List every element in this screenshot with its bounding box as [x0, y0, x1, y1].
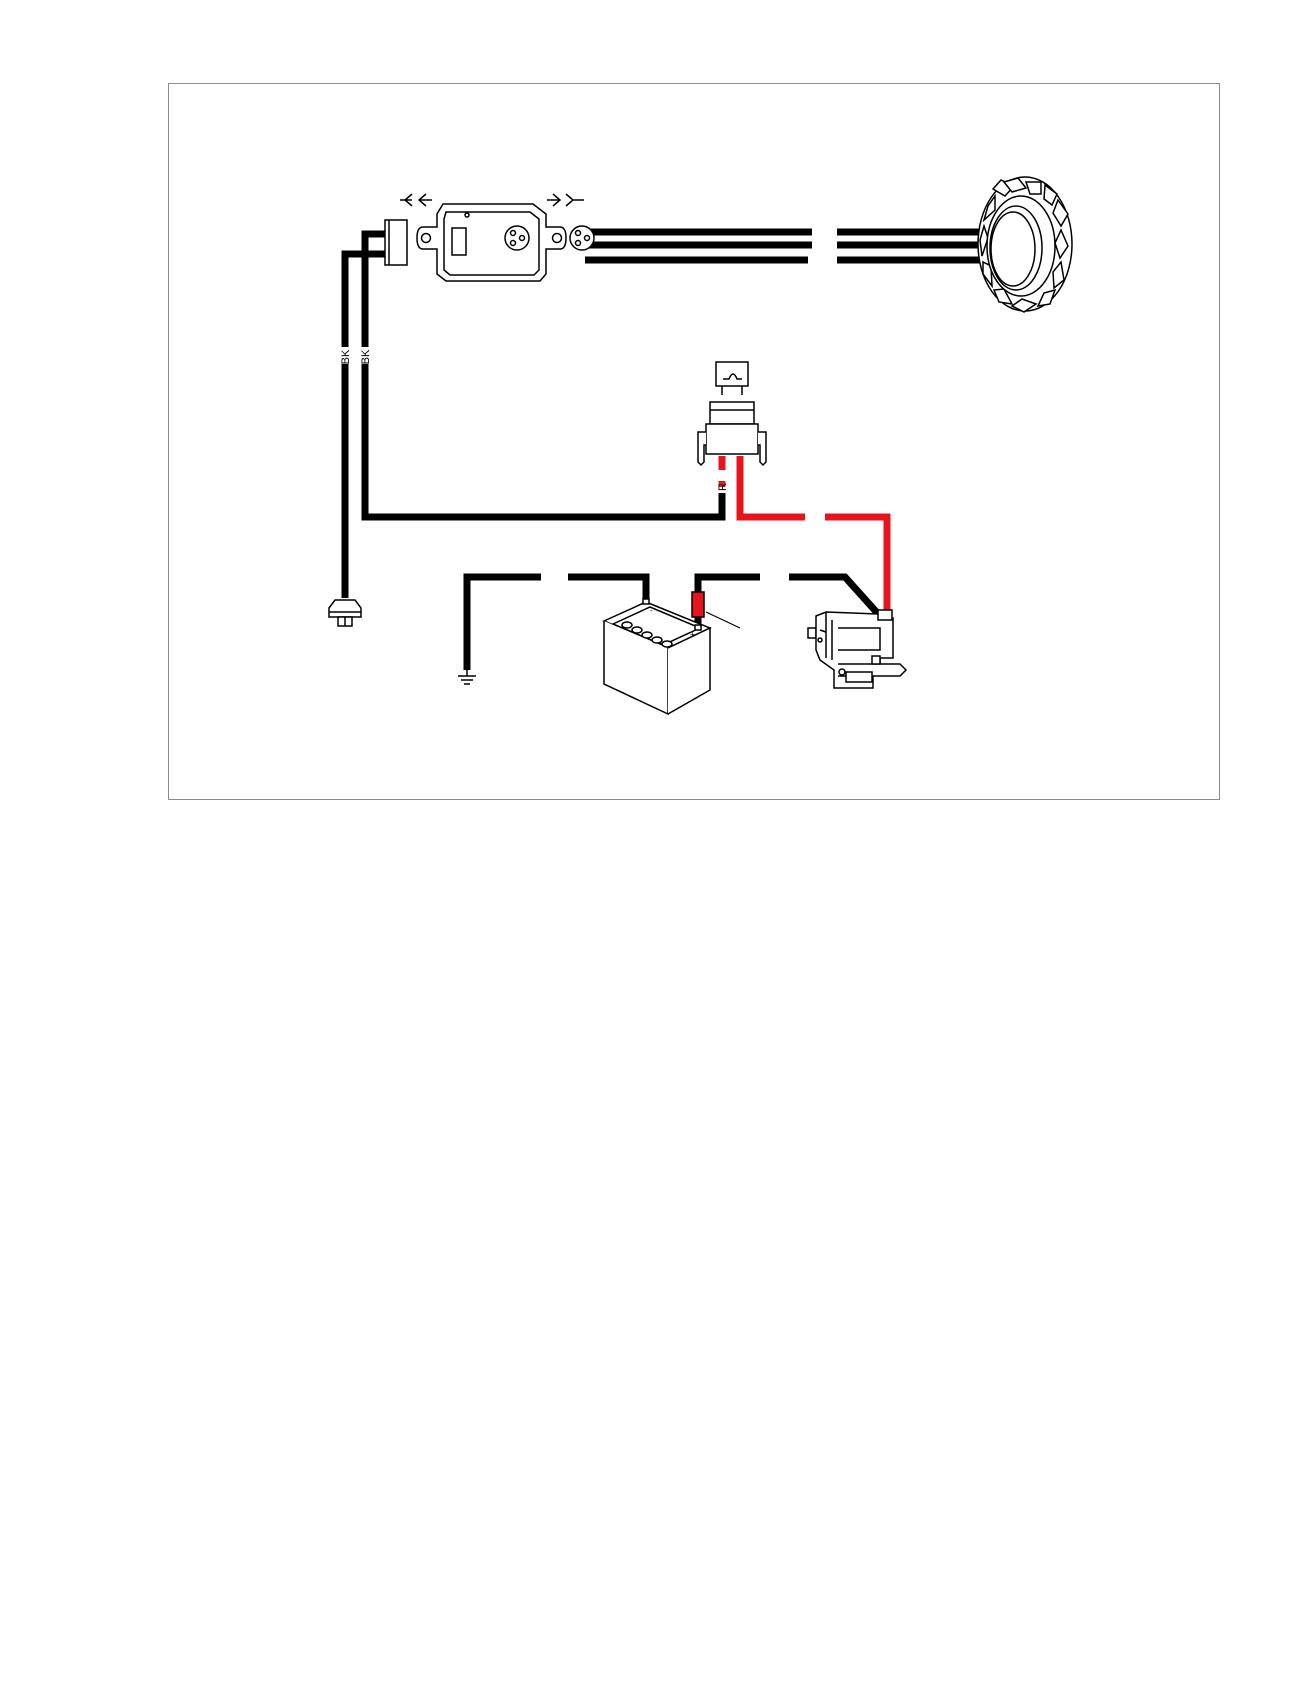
- wire-bk-right: [361, 230, 726, 521]
- red-wires: [718, 456, 891, 620]
- voltage-regulator-icon: [416, 203, 567, 282]
- fuse-icon: [715, 361, 749, 395]
- chassis-ground-icon: [458, 670, 476, 685]
- plug-connector-icon: [569, 225, 595, 251]
- relay-icon: [697, 401, 767, 467]
- wire-bk-left: [341, 250, 386, 598]
- stator-icon: [977, 176, 1073, 313]
- connector-icon: [384, 219, 408, 266]
- wire-red-2: [736, 456, 891, 620]
- wire-label-bk-left: BK: [340, 349, 352, 364]
- svg-text:+: +: [690, 630, 695, 639]
- wire-ground: [463, 573, 650, 670]
- battery-icon: + -: [602, 598, 712, 716]
- starter-motor-icon: [807, 609, 908, 689]
- inline-fuse-icon: [691, 591, 741, 629]
- wire-label-red: R: [717, 483, 729, 491]
- black-wires: [341, 228, 980, 670]
- ground-stud-icon: [328, 599, 362, 627]
- direction-arrows: [400, 193, 584, 207]
- wire-label-bk-right: BK: [360, 349, 372, 364]
- svg-text:-: -: [650, 606, 653, 615]
